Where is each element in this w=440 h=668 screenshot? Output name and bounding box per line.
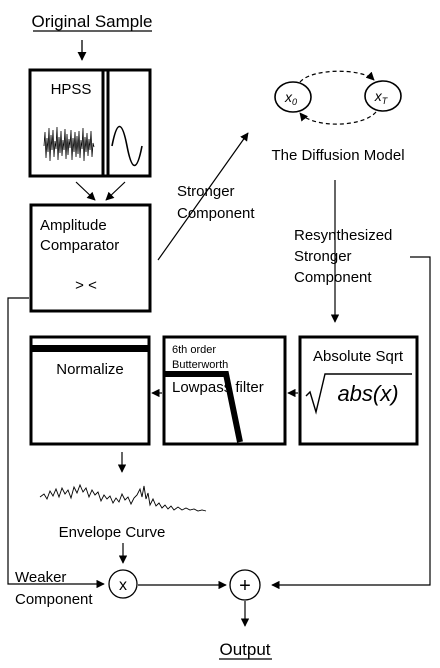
hpss-label: HPSS [51,81,92,98]
normalize-box: Normalize [29,335,151,446]
abs-formula: abs(x) [337,381,398,406]
x0-label: x0 [284,89,297,107]
comparator-symbol: > < [75,277,97,294]
resynth-label-line3: Component [294,269,372,286]
reverse-diffusion-arrow [299,111,377,125]
absolute-sqrt-label: Absolute Sqrt [313,348,404,365]
add-symbol: + [239,575,251,597]
multiply-node [108,569,138,599]
hpss-box: HPSS [28,68,152,178]
sqrt-radical [305,373,412,415]
diffusion-model-label: The Diffusion Model [271,147,404,164]
multiply-symbol: x [119,577,127,594]
add-node [229,569,261,601]
xT-label: xT [374,88,389,106]
normalize-label: Normalize [56,361,124,378]
amplitude-comparator-box: Amplitude Comparator > < [29,203,152,313]
harmonic-sine-waveform [111,125,143,167]
percussive-noise-waveform [43,126,95,162]
arrow-resynth-to-adder [271,256,431,590]
butterworth-label-line1: 6th order [172,344,216,356]
resynth-label-line1: Resynthesized [294,227,392,244]
arrow-hpss-to-comparator-right [105,181,126,201]
arrow-stronger-to-diffusion [157,132,249,261]
butterworth-label-line2: Butterworth [172,359,228,371]
envelope-curve-waveform [39,483,207,512]
x0-node [274,81,312,113]
original-sample-label: Original Sample [32,12,153,31]
weaker-component-label-line2: Component [15,591,93,608]
stronger-component-label-line2: Component [177,205,255,222]
resynth-label-line2: Stronger [294,248,352,265]
diffusion-model: x0 xT The Diffusion Model [271,70,405,164]
arrow-weaker-to-multiply [7,297,105,589]
lowpass-filter-label: Lowpass filter [172,379,264,396]
absolute-sqrt-box: Absolute Sqrt abs(x) [298,335,419,446]
amplitude-comparator-label-line2: Comparator [40,237,119,254]
filter-response-curve [165,371,243,443]
xT-node [364,80,402,112]
amplitude-comparator-label-line1: Amplitude [40,217,107,234]
butterworth-filter-box: 6th order Butterworth Lowpass filter [162,335,287,446]
forward-diffusion-arrow [299,70,375,83]
stronger-component-label-line1: Stronger [177,183,235,200]
weaker-component-label-line1: Weaker [15,569,66,586]
output-label: Output [219,640,270,659]
arrow-hpss-to-comparator-left [75,181,96,201]
envelope-curve-label: Envelope Curve [59,524,166,541]
